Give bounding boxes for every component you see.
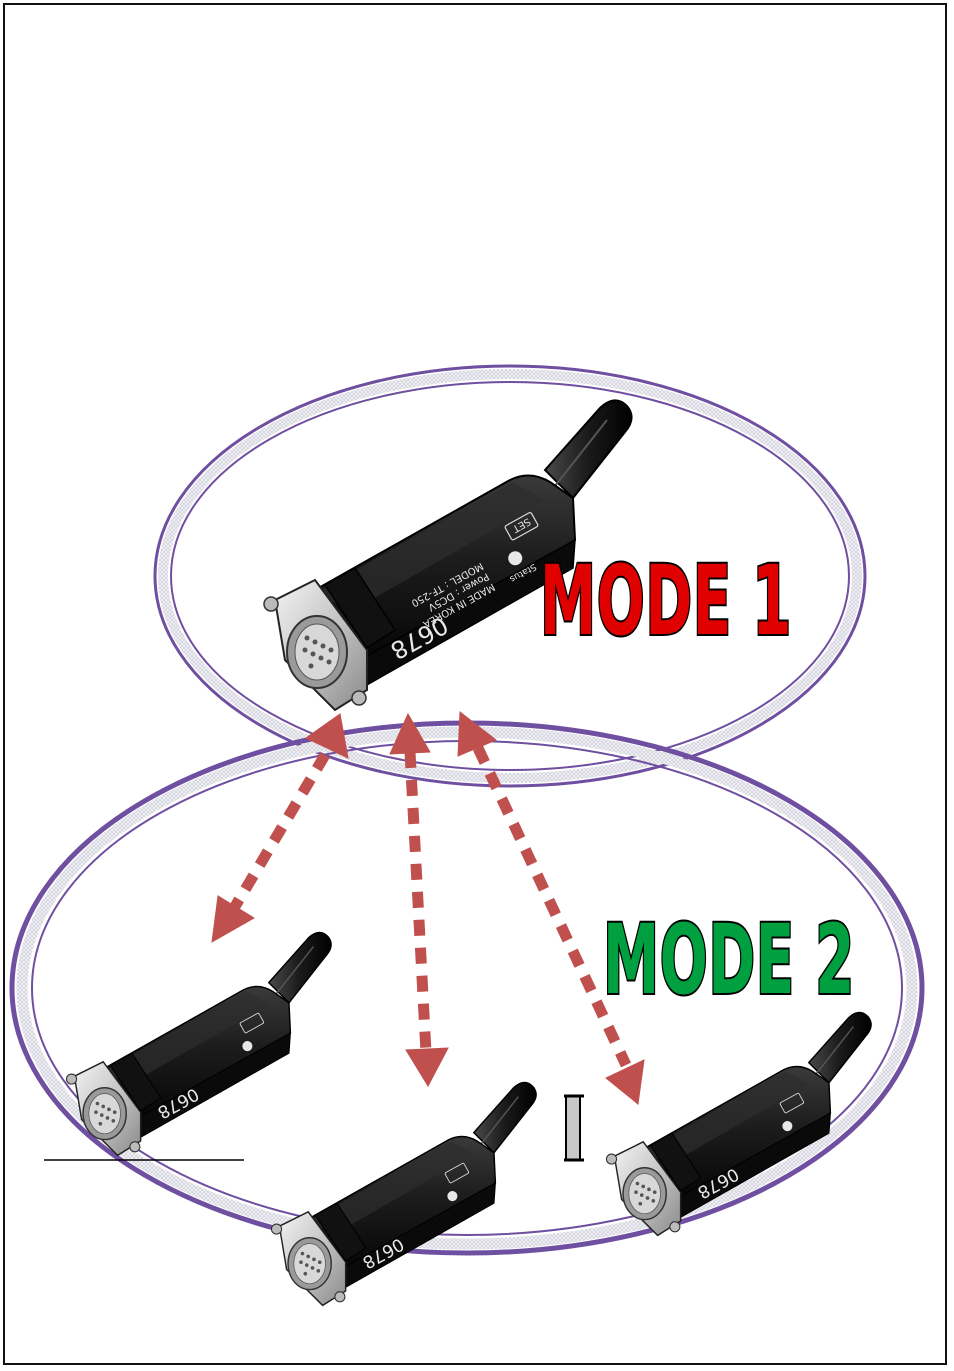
mode2-label: MODE 2 xyxy=(603,904,855,1016)
arrowhead-down xyxy=(406,1048,448,1086)
slave-device-center: 0678 xyxy=(271,1083,536,1306)
arrowhead-down xyxy=(606,1060,644,1104)
mode1-label: MODE 1 xyxy=(540,545,792,657)
slave-device-left: 0678 xyxy=(66,933,331,1156)
bracket-mark xyxy=(564,1096,584,1160)
